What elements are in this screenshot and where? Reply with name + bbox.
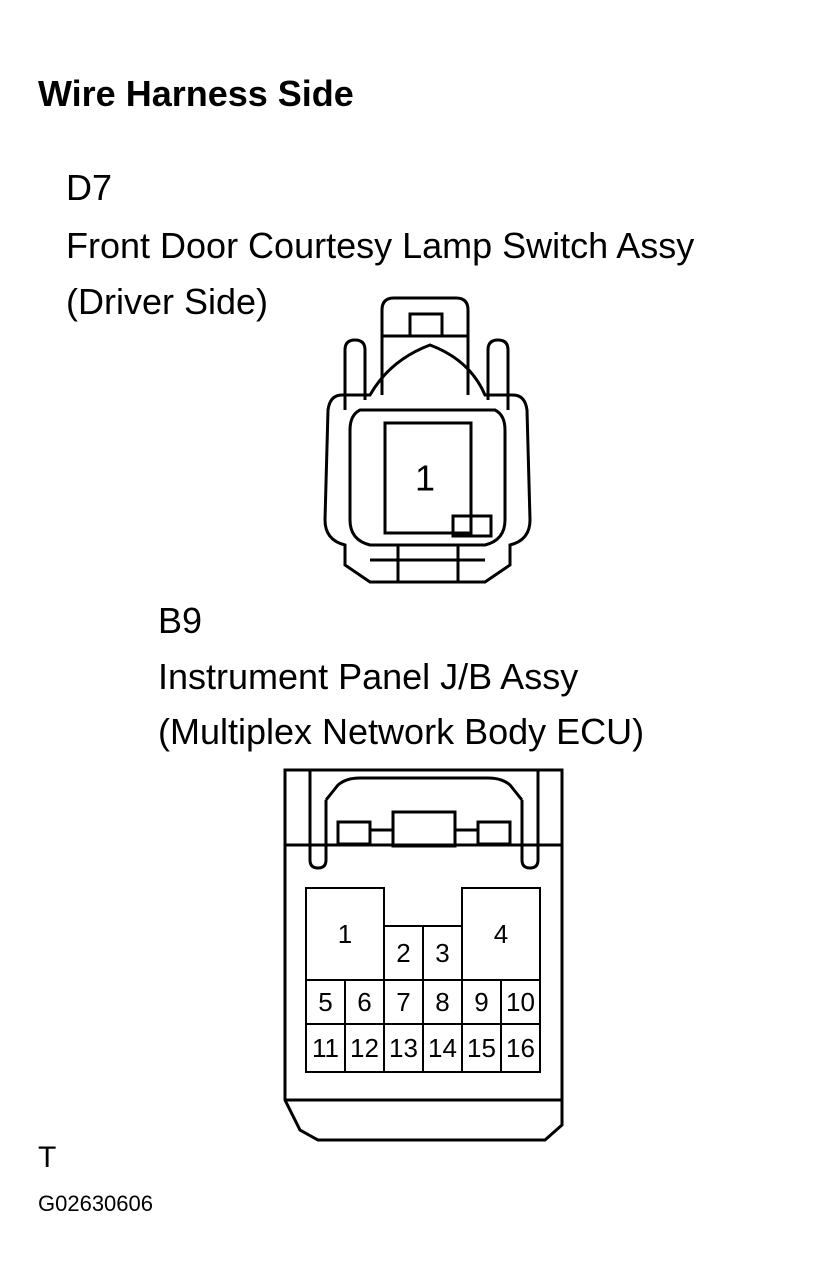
- b9-cavity-14: [422, 1023, 463, 1073]
- b9-pin-15: 15: [467, 1033, 496, 1063]
- connector-d7-id: D7: [66, 167, 113, 208]
- b9-pin-2: 2: [396, 938, 410, 968]
- d7-key: [451, 514, 493, 538]
- b9-cavity-6: [344, 979, 385, 1025]
- b9-cavity-1: [305, 887, 385, 981]
- b9-cavity-12: [344, 1023, 385, 1073]
- connector-b9-housing: [283, 768, 564, 1142]
- b9-pin-16: 16: [506, 1033, 535, 1063]
- b9-pin-5: 5: [318, 987, 332, 1017]
- diagram-title: Wire Harness Side: [38, 73, 354, 114]
- connector-d7-side: (Driver Side): [66, 281, 269, 322]
- d7-pin-1: 1: [415, 458, 435, 499]
- b9-cavity-5: [305, 979, 346, 1025]
- b9-pin-6: 6: [357, 987, 371, 1017]
- connector-d7-name: Front Door Courtesy Lamp Switch Assy: [66, 225, 695, 266]
- b9-pin-4: 4: [494, 919, 508, 949]
- connector-b9-name: Instrument Panel J/B Assy: [158, 656, 579, 697]
- b9-pin-14: 14: [428, 1033, 457, 1063]
- figure-code: G02630606: [38, 1191, 153, 1216]
- b9-pin-13: 13: [389, 1033, 418, 1063]
- b9-cavity-3: [422, 925, 463, 981]
- b9-cavity-16: [500, 1023, 541, 1073]
- b9-pin-1: 1: [338, 919, 352, 949]
- b9-pin-9: 9: [474, 987, 488, 1017]
- connector-b9-sub: (Multiplex Network Body ECU): [158, 711, 645, 752]
- b9-pin-12: 12: [350, 1033, 379, 1063]
- b9-pin-11: 11: [312, 1033, 339, 1063]
- connector-d7-housing: [323, 296, 532, 584]
- d7-cavity: [383, 421, 473, 535]
- b9-cavity-8: [422, 979, 463, 1025]
- footer-letter: T: [38, 1141, 57, 1174]
- b9-pin-7: 7: [396, 987, 410, 1017]
- b9-pin-3: 3: [435, 938, 449, 968]
- b9-cavity-9: [461, 979, 502, 1025]
- b9-pin-8: 8: [435, 987, 449, 1017]
- connector-b9-id: B9: [158, 600, 203, 641]
- b9-pin-10: 10: [506, 987, 535, 1017]
